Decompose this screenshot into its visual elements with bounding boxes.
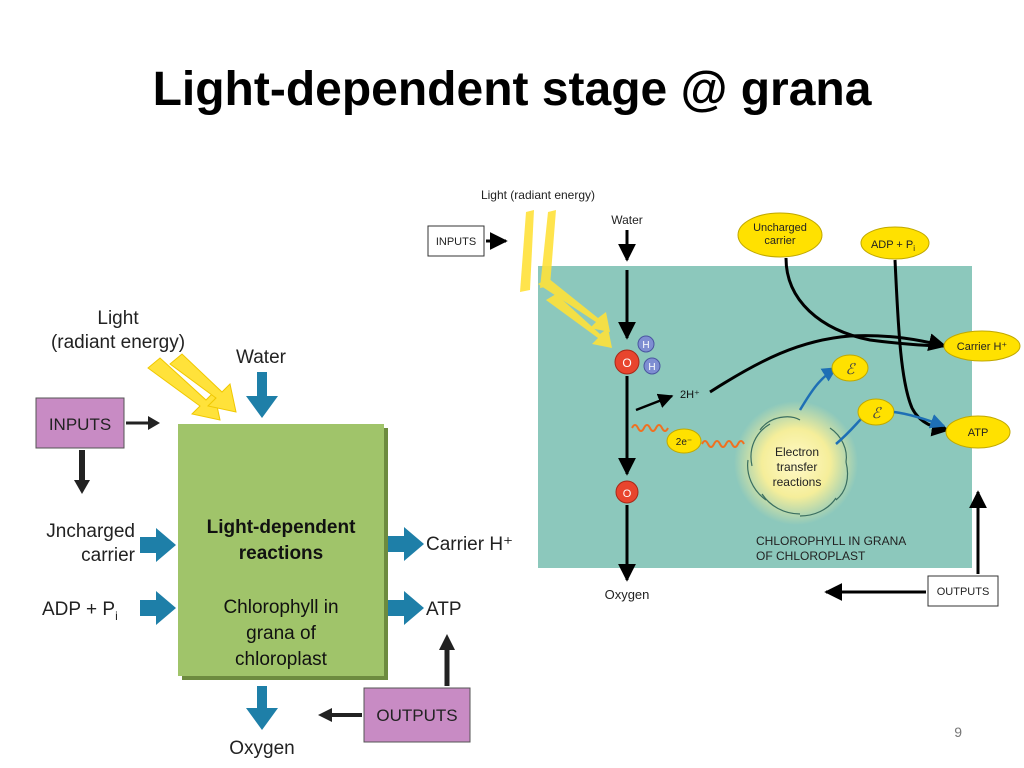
hydrogen-atom-2 (643, 357, 661, 375)
left-atp-arrow (388, 591, 424, 625)
right-water-label: Water (611, 213, 643, 227)
left-outputs-box (363, 687, 471, 743)
right-adp-label: ADP + P (871, 239, 913, 251)
box-body-line3: chloroplast (235, 649, 328, 670)
right-light-label: Light (radiant energy) (481, 188, 595, 202)
left-inputs-label: INPUTS (49, 415, 111, 434)
left-outputs-label: OUTPUTS (376, 706, 457, 725)
chlorophyll-line1: CHLOROPHYLL IN GRANA (756, 534, 906, 548)
left-uncharged-sublabel: carrier (81, 545, 136, 566)
hydrogen-atom-1 (637, 335, 655, 353)
etr-line3: reactions (773, 475, 822, 489)
two-e-minus-label: 2e⁻ (676, 437, 692, 448)
box-body-line1: Chlorophyll in (223, 597, 338, 618)
carrier-h-molecule (943, 330, 1021, 362)
svg-text:H: H (642, 340, 649, 351)
svg-text:ADP + Pi: ADP + Pi (42, 599, 118, 623)
left-outputs-left-arrow (318, 708, 332, 722)
right-carrier-h-label: Carrier H⁺ (957, 341, 1008, 353)
left-inputs-box (35, 397, 125, 449)
left-inputs-down-arrow (74, 480, 90, 494)
left-atp-label: ATP (426, 599, 462, 620)
chlorophyll-line2: OF CHLOROPLAST (756, 549, 866, 563)
svg-text:O: O (622, 356, 631, 370)
adp-molecule (860, 226, 930, 260)
right-outputs-label: OUTPUTS (937, 586, 990, 598)
oxygen-atom-2 (615, 480, 639, 504)
two-h-plus-label: 2H⁺ (680, 389, 700, 401)
right-diagram: Light (radiant energy) INPUTS Water O H … (427, 188, 1021, 607)
box-body-line2: grana of (246, 623, 316, 644)
left-light-label: Light (97, 308, 139, 329)
right-outputs-box (927, 575, 999, 607)
right-atp-label: ATP (968, 427, 989, 439)
left-oxygen-label: Oxygen (229, 738, 294, 759)
uncharged-carrier-molecule (737, 212, 823, 258)
h-plus-to-carrier-arrow (709, 333, 947, 394)
left-light-sublabel: (radiant energy) (51, 332, 185, 353)
svg-text:ℰ: ℰ (871, 405, 882, 422)
svg-text:O: O (623, 488, 632, 500)
svg-text:H: H (648, 362, 655, 373)
box-title-line2: reactions (239, 543, 323, 564)
svg-text:ℰ: ℰ (845, 361, 856, 378)
left-oxygen-arrow (246, 686, 278, 730)
electron-pair (666, 428, 702, 454)
left-adp-arrow (140, 591, 176, 625)
left-outputs-up-arrow (439, 634, 455, 650)
left-uncharged-arrow (140, 528, 176, 562)
energy-molecule-1 (831, 354, 869, 382)
right-light-beams (520, 210, 612, 348)
right-oxygen-label: Oxygen (605, 587, 650, 602)
box-title-line1: Light-dependent (207, 517, 356, 538)
light-dependent-box (178, 424, 384, 676)
right-inputs-box (427, 225, 485, 257)
energy-arrow-2 (893, 410, 946, 429)
left-uncharged-label: Jncharged (46, 521, 135, 542)
left-water-arrow (246, 372, 278, 418)
slide-title: Light-dependent stage @ grana (152, 63, 872, 116)
oxygen-atom (614, 349, 640, 375)
left-diagram: Light (radiant energy) Water INPUTS Ligh… (35, 308, 513, 759)
right-uncharged-sublabel: carrier (764, 235, 796, 247)
etr-swirl (747, 416, 849, 517)
left-carrier-arrow (388, 527, 424, 561)
right-uncharged-label: Uncharged (753, 222, 807, 234)
atp-molecule (945, 415, 1011, 449)
left-adp-label: ADP + P (42, 599, 115, 620)
right-inputs-label: INPUTS (436, 236, 476, 248)
svg-text:ADP + Pi: ADP + Pi (871, 239, 915, 253)
left-carrier-h-label: Carrier H⁺ (426, 534, 513, 555)
etr-glow (734, 401, 858, 525)
etr-line1: Electron (775, 445, 819, 459)
page-number: 9 (954, 724, 962, 740)
left-adp-subscript: i (115, 609, 118, 623)
right-adp-subscript: i (913, 244, 915, 253)
left-water-label: Water (236, 347, 287, 368)
etr-line2: transfer (777, 460, 818, 474)
